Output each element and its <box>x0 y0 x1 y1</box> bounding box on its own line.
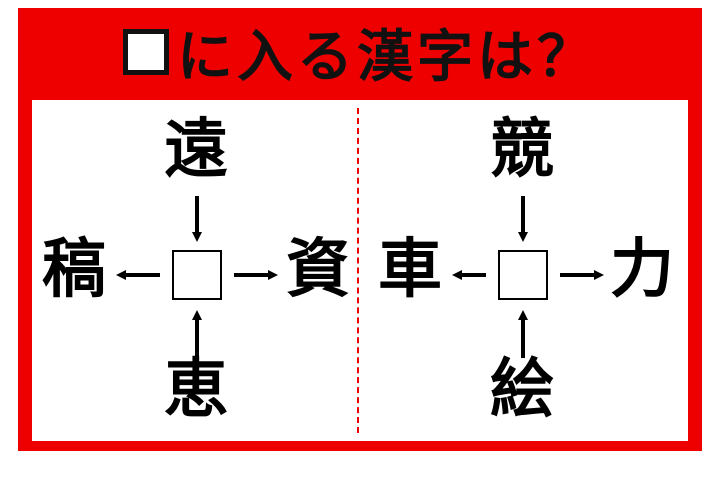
kanji-bottom: 恵 <box>164 353 228 427</box>
arrows-left <box>116 196 278 358</box>
puzzle-board: 遠 恵 稿 資 競 絵 車 力 <box>32 100 688 441</box>
answer-box[interactable] <box>498 250 548 300</box>
dashed-divider <box>357 108 359 433</box>
answer-box[interactable] <box>172 250 222 300</box>
puzzle-left: 遠 恵 稿 資 <box>32 100 360 441</box>
kanji-right: 資 <box>286 233 350 307</box>
kanji-bottom: 絵 <box>490 353 554 427</box>
kanji-top: 遠 <box>164 113 228 187</box>
title-text: に入る漢字は？ <box>177 24 597 90</box>
kanji-top: 競 <box>490 113 554 187</box>
page-title: に入る漢字は？ <box>18 8 702 96</box>
arrows-right <box>452 196 604 358</box>
kanji-right: 力 <box>610 233 674 307</box>
puzzle-frame: に入る漢字は？ 遠 恵 稿 資 <box>18 8 702 451</box>
blank-box-icon <box>123 29 169 75</box>
kanji-left: 稿 <box>42 233 106 307</box>
kanji-left: 車 <box>378 233 442 307</box>
puzzle-right: 競 絵 車 力 <box>360 100 688 441</box>
